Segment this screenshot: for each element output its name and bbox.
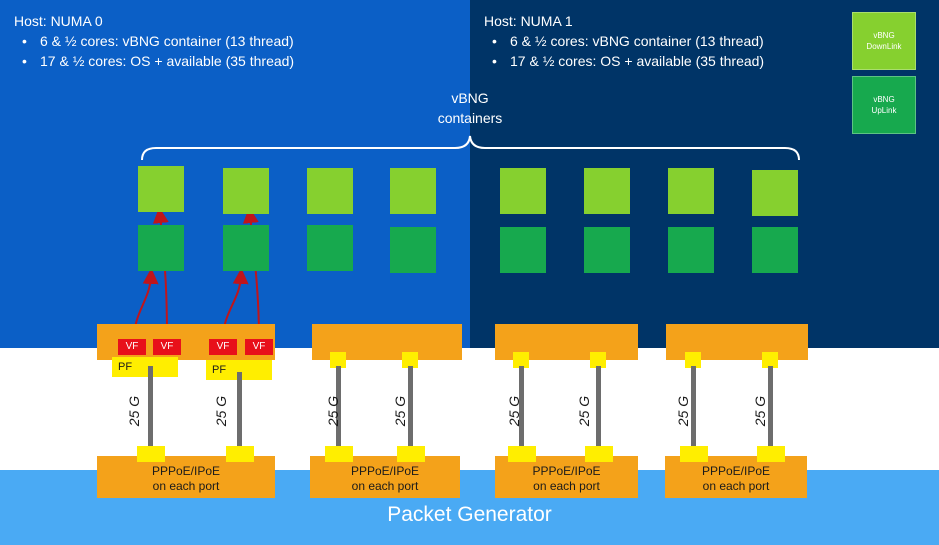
generator-box-1-line-1: PPPoE/IPoE (151, 464, 221, 478)
cable-4 (408, 366, 413, 450)
cable-3 (336, 366, 341, 450)
container-downlink-1 (138, 166, 184, 212)
vf-port-4: VF (245, 339, 273, 355)
containers-label-line-2: containers (437, 110, 503, 126)
container-uplink-6 (584, 227, 630, 273)
container-downlink-3 (307, 168, 353, 214)
vf-port-2: VF (153, 339, 181, 355)
containers-label: vBNG containers (410, 88, 530, 128)
legend-uplink-line-1: vBNG (873, 95, 895, 104)
legend-downlink: vBNG DownLink (852, 12, 916, 70)
speed-label-8: 25 G (752, 395, 768, 427)
generator-box-1-line-2: on each port (152, 479, 220, 493)
speed-label-4: 25 G (392, 395, 408, 427)
generator-box-4-line-1: PPPoE/IPoE (701, 464, 771, 478)
cable-7 (691, 366, 696, 450)
cable-2 (237, 372, 242, 450)
cable-8 (768, 366, 773, 450)
numa-0-bullet-1: 6 & ½ cores: vBNG container (13 thread) (22, 31, 294, 51)
generator-box-3-line-2: on each port (533, 479, 600, 493)
cable-5 (519, 366, 524, 450)
container-uplink-1 (138, 225, 184, 271)
container-downlink-2 (223, 168, 269, 214)
containers-label-line-1: vBNG (451, 90, 489, 106)
generator-box-2-line-2: on each port (351, 479, 419, 493)
host-port-6 (590, 352, 606, 368)
container-downlink-4 (390, 168, 436, 214)
speed-label-1: 25 G (126, 395, 142, 427)
vf-port-1: VF (118, 339, 146, 355)
generator-port-6 (585, 446, 613, 462)
container-uplink-3 (307, 225, 353, 271)
pf-port-2: PF (206, 360, 272, 380)
container-downlink-6 (584, 168, 630, 214)
host-port-3 (330, 352, 346, 368)
generator-box-4: PPPoE/IPoE on each port (665, 456, 807, 498)
host-port-8 (762, 352, 778, 368)
host-port-5 (513, 352, 529, 368)
numa-0-info: Host: NUMA 0 6 & ½ cores: vBNG container… (14, 11, 294, 71)
generator-box-4-line-2: on each port (702, 479, 770, 493)
numa-1-title: Host: NUMA 1 (484, 13, 573, 29)
generator-box-3: PPPoE/IPoE on each port (495, 456, 638, 498)
container-uplink-7 (668, 227, 714, 273)
numa-1-bullet-1: 6 & ½ cores: vBNG container (13 thread) (492, 31, 764, 51)
speed-label-3: 25 G (325, 395, 341, 427)
legend-uplink: vBNG UpLink (852, 76, 916, 134)
packet-generator-label: Packet Generator (387, 503, 552, 526)
container-downlink-7 (668, 168, 714, 214)
generator-port-4 (397, 446, 425, 462)
speed-label-2: 25 G (213, 395, 229, 427)
pf-port-1: PF (112, 357, 178, 377)
numa-0-bullet-2: 17 & ½ cores: OS + available (35 thread) (22, 51, 294, 71)
container-uplink-4 (390, 227, 436, 273)
legend-downlink-line-1: vBNG (873, 31, 895, 40)
vf-port-3: VF (209, 339, 237, 355)
generator-port-2 (226, 446, 254, 462)
speed-label-7: 25 G (675, 395, 691, 427)
numa-1-bullet-2: 17 & ½ cores: OS + available (35 thread) (492, 51, 764, 71)
legend-uplink-line-2: UpLink (871, 106, 897, 115)
generator-box-1: PPPoE/IPoE on each port (97, 456, 275, 498)
generator-port-7 (680, 446, 708, 462)
generator-box-2: PPPoE/IPoE on each port (310, 456, 460, 498)
host-port-7 (685, 352, 701, 368)
generator-box-3-line-1: PPPoE/IPoE (532, 464, 601, 478)
generator-port-1 (137, 446, 165, 462)
speed-label-5: 25 G (506, 395, 522, 427)
container-downlink-5 (500, 168, 546, 214)
generator-box-2-line-1: PPPoE/IPoE (350, 464, 420, 478)
generator-port-3 (325, 446, 353, 462)
container-uplink-8 (752, 227, 798, 273)
containers-brace (141, 135, 800, 161)
numa-1-info: Host: NUMA 1 6 & ½ cores: vBNG container… (484, 11, 764, 71)
container-uplink-2 (223, 225, 269, 271)
host-port-4 (402, 352, 418, 368)
speed-label-6: 25 G (576, 395, 592, 427)
container-uplink-5 (500, 227, 546, 273)
container-downlink-8 (752, 170, 798, 216)
numa-0-title: Host: NUMA 0 (14, 13, 103, 29)
cable-6 (596, 366, 601, 450)
legend-downlink-line-2: DownLink (866, 42, 902, 51)
cable-1 (148, 366, 153, 450)
generator-port-5 (508, 446, 536, 462)
generator-port-8 (757, 446, 785, 462)
